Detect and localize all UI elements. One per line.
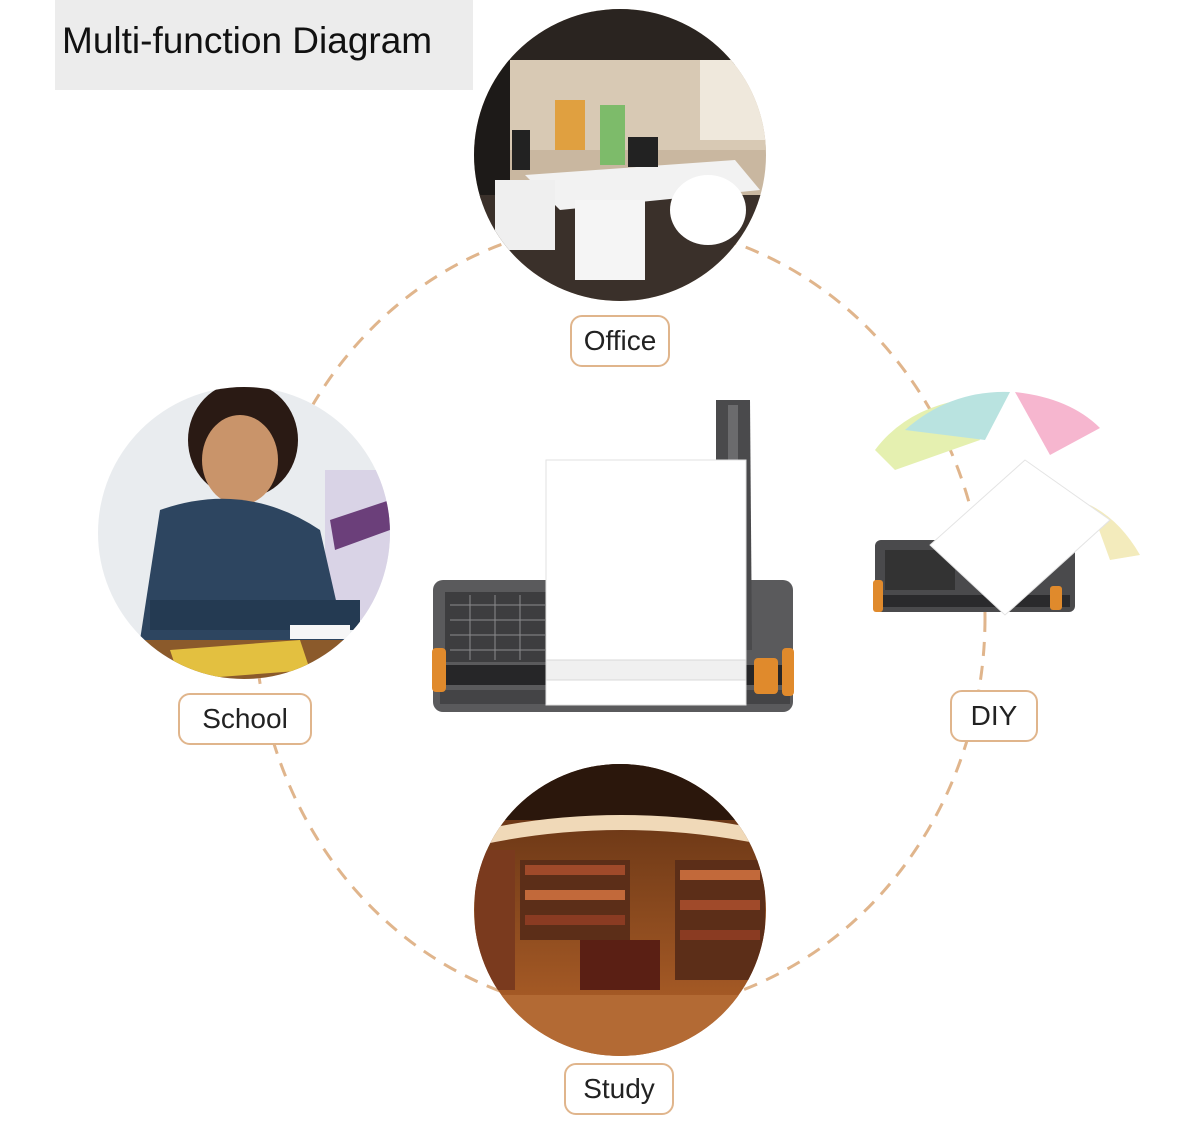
school-label: School [178, 693, 312, 745]
title-box: Multi-function Diagram [55, 0, 473, 90]
diy-label: DIY [950, 690, 1038, 742]
study-photo [474, 764, 766, 1056]
office-label: Office [570, 315, 670, 367]
study-label: Study [564, 1063, 674, 1115]
paper-trimmer-image [432, 400, 794, 712]
page-title: Multi-function Diagram [62, 20, 433, 61]
dashed-ring [253, 221, 987, 1015]
diy-image [873, 391, 1140, 616]
school-photo [98, 387, 390, 679]
office-photo [474, 9, 766, 301]
